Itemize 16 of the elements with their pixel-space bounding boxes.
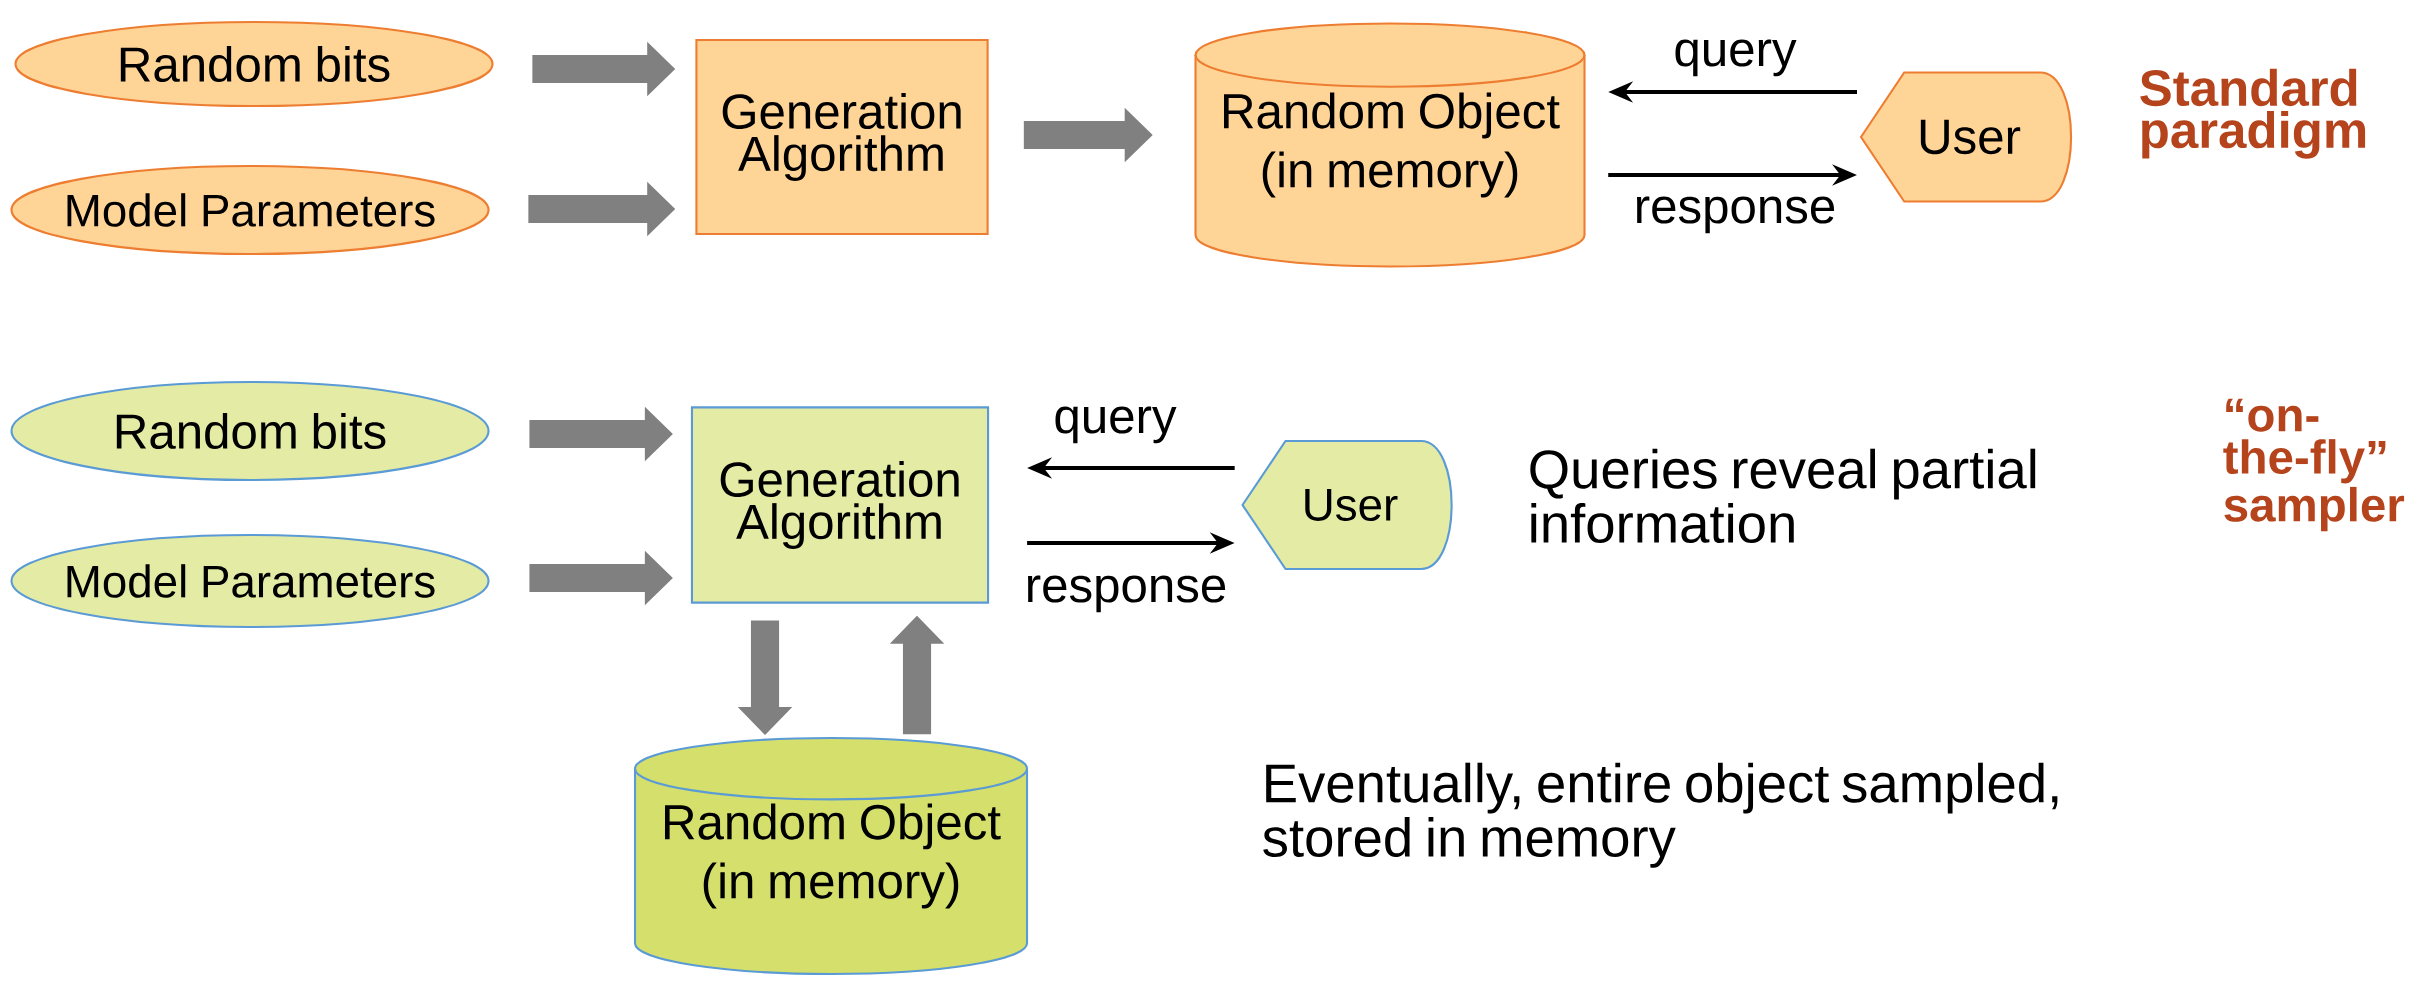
edge-label: query [1049,403,1181,447]
edge-label: response [1630,193,1840,237]
note-text: Queries reveal partial information [1530,448,2036,544]
process-box: Generation Algorithm [690,406,990,604]
heading-text: “on-the-fly” sampler [2223,398,2405,532]
edge-label: response [1021,572,1231,616]
cylinder: Random Object (in memory) [633,736,1029,976]
oval-box: Model Parameters [10,164,490,256]
edge-label: query [1669,36,1801,80]
oval-box: Random bits [14,20,494,108]
note-text: Eventually, entire object sampled, stored in memory [1263,762,2058,868]
heading-text: Standard paradigm [2140,68,2366,159]
process-box: Generation Algorithm [695,38,989,236]
oval-box: Model Parameters [10,533,490,629]
cylinder: Random Object (in memory) [1194,22,1586,268]
oval-box: Random bits [10,380,490,482]
